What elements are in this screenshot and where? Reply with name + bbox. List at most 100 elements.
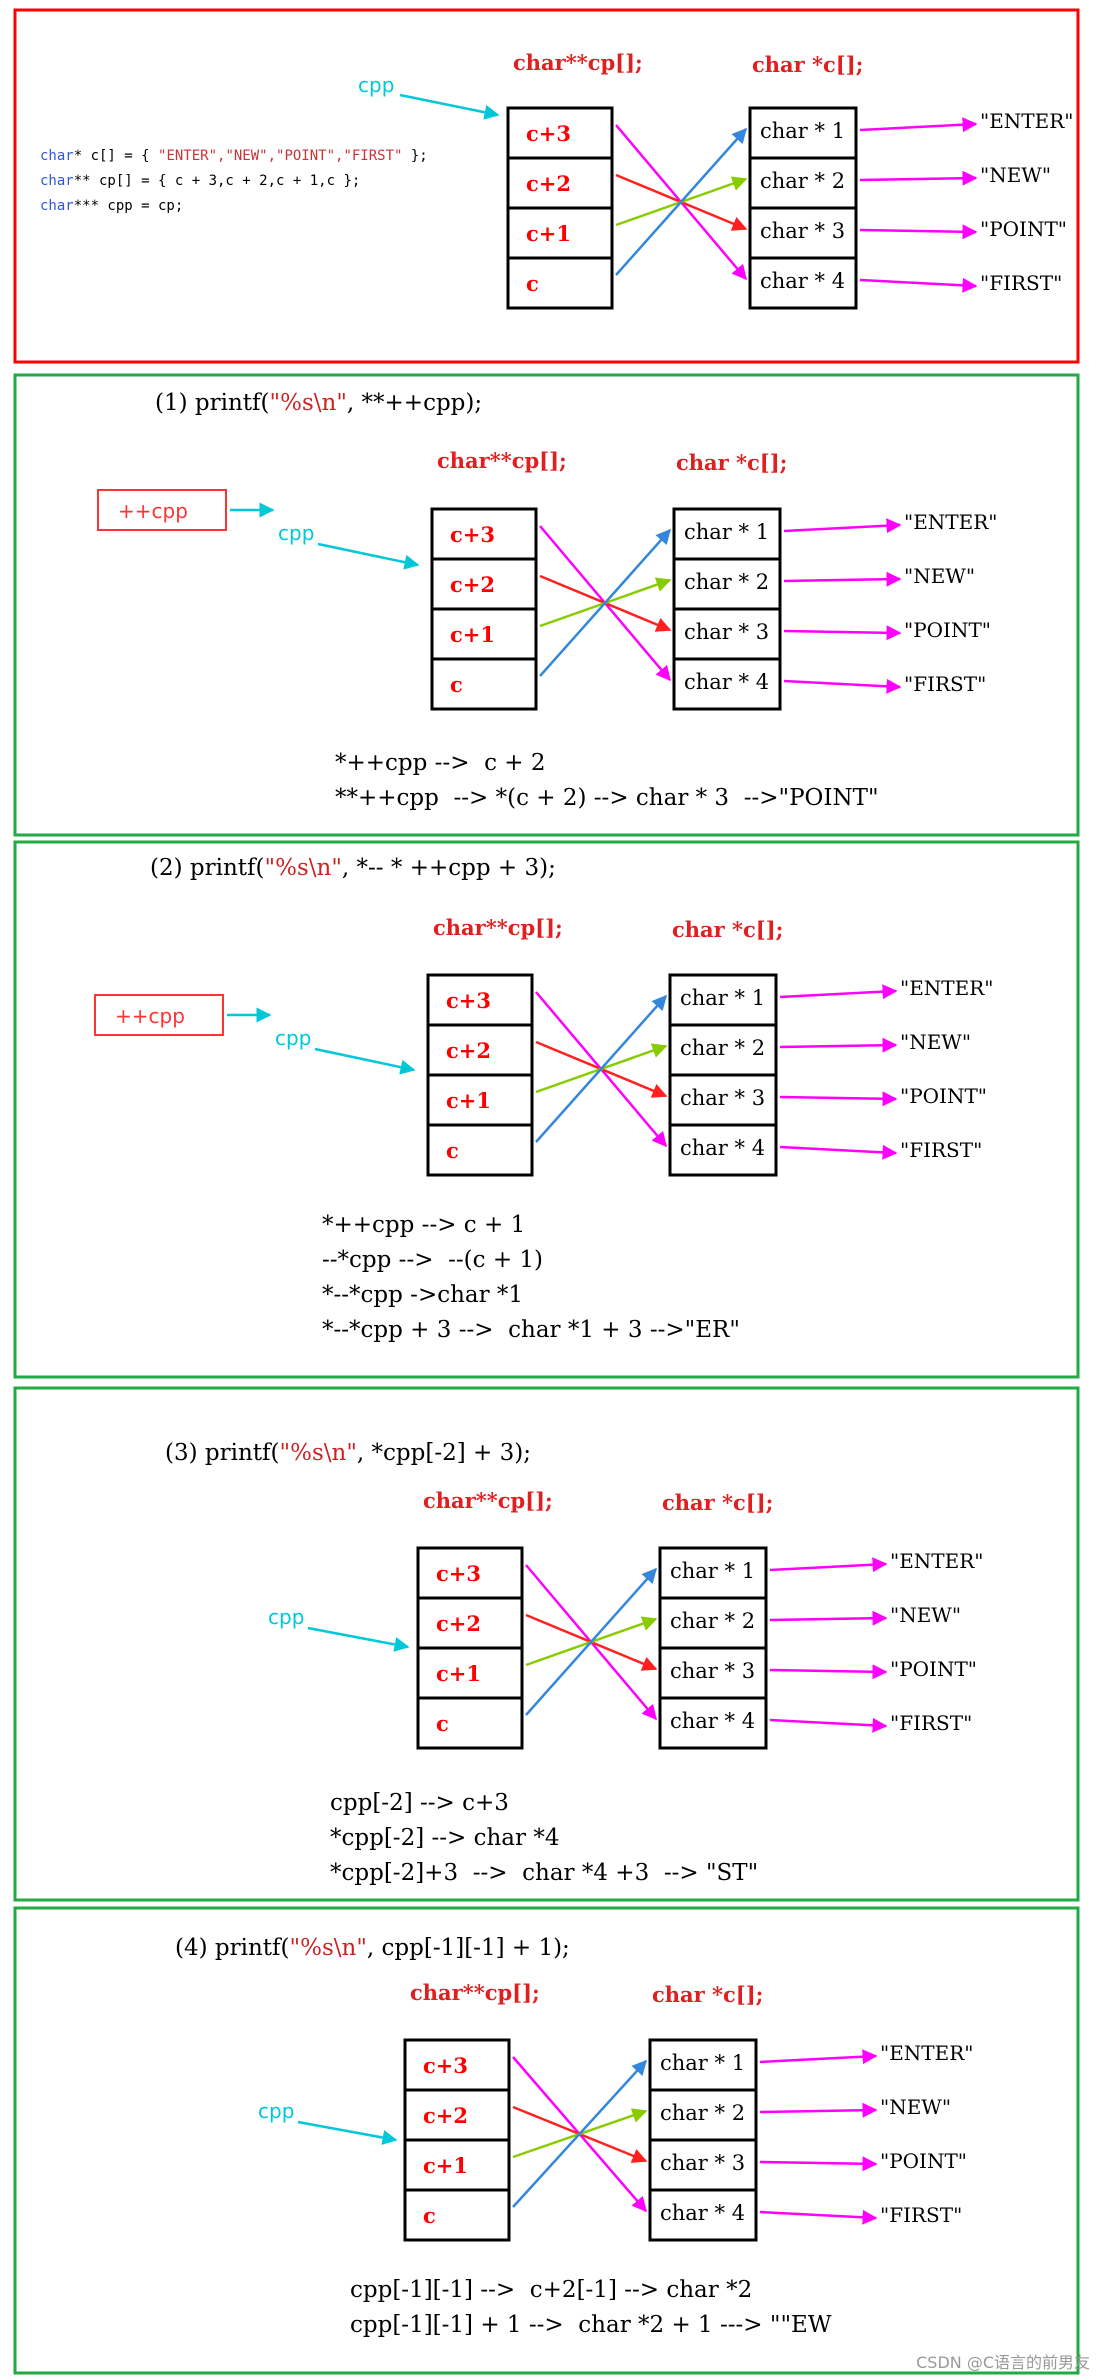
string-literal: "POINT" bbox=[980, 217, 1067, 241]
pointer-arrow bbox=[539, 528, 671, 677]
string-literal: "NEW" bbox=[904, 564, 975, 588]
string-arrow bbox=[783, 678, 902, 694]
explanation-line: cpp[-2] --> c+3 bbox=[330, 1790, 509, 1816]
string-arrow bbox=[779, 1091, 898, 1107]
string-literal: "POINT" bbox=[900, 1084, 987, 1108]
title-post: , cpp[-1][-1] + 1); bbox=[367, 1935, 570, 1961]
cp-cell-label: c bbox=[526, 271, 539, 296]
string-arrow bbox=[859, 170, 978, 186]
c-cell bbox=[658, 1696, 768, 1750]
cp-cell-label: c+1 bbox=[423, 2153, 468, 2178]
c-cell bbox=[748, 256, 858, 310]
incr-label: ++cpp bbox=[115, 1004, 185, 1028]
c-cell-label: char * 3 bbox=[760, 219, 845, 243]
cpp-label: cpp bbox=[275, 1026, 311, 1050]
string-literal: "POINT" bbox=[890, 1657, 977, 1681]
cp-cell bbox=[506, 256, 614, 310]
cp-cell bbox=[430, 507, 538, 561]
string-arrow bbox=[783, 625, 902, 641]
cp-header: char**cp[]; bbox=[513, 50, 643, 75]
c-cell bbox=[672, 657, 782, 711]
explanation-line: cpp[-1][-1] + 1 --> char *2 + 1 ---> ""E… bbox=[350, 2312, 832, 2338]
string-arrow bbox=[769, 1664, 888, 1680]
cp-cell bbox=[506, 106, 614, 160]
string-arrow bbox=[779, 1144, 898, 1160]
panel-top bbox=[13, 8, 1080, 364]
c-header: char *c[]; bbox=[752, 52, 863, 77]
cpp-label: cpp bbox=[358, 73, 394, 97]
c-cell-label: char * 4 bbox=[684, 670, 769, 694]
title-pre: (4) printf( bbox=[175, 1935, 290, 1961]
title-pre: (1) printf( bbox=[155, 390, 270, 416]
string-literal: "FIRST" bbox=[980, 271, 1062, 295]
cpp-label: cpp bbox=[278, 521, 314, 545]
incr-box bbox=[97, 489, 227, 531]
cp-cell-label: c bbox=[423, 2203, 436, 2228]
title-format: "%s\n" bbox=[270, 390, 347, 416]
cpp-arrow bbox=[307, 1626, 410, 1652]
cp-cell-label: c+2 bbox=[526, 171, 571, 196]
cp-cell bbox=[430, 657, 538, 711]
explanation-line: *--*cpp + 3 --> char *1 + 3 -->"ER" bbox=[322, 1317, 740, 1343]
decl-cp: char** cp[] = { c + 3,c + 2,c + 1,c }; bbox=[40, 173, 360, 189]
string-arrow bbox=[769, 1717, 888, 1733]
string-literal: "POINT" bbox=[904, 618, 991, 642]
c-cell-label: char * 3 bbox=[684, 620, 769, 644]
panel-step-3 bbox=[13, 1386, 1080, 1902]
step-title: (4) printf("%s\n", cpp[-1][-1] + 1); bbox=[175, 1935, 570, 1961]
c-cell-label: char * 4 bbox=[760, 269, 845, 293]
cpp-label: cpp bbox=[258, 2099, 294, 2123]
incr-label: ++cpp bbox=[118, 499, 188, 523]
c-cell-label: char * 2 bbox=[670, 1609, 755, 1633]
c-cell bbox=[668, 1123, 778, 1177]
explanation-line: *++cpp --> c + 2 bbox=[335, 750, 546, 776]
c-cell-label: char * 4 bbox=[670, 1709, 755, 1733]
explanation-line: *cpp[-2] --> char *4 bbox=[330, 1825, 559, 1851]
cpp-arrow bbox=[314, 1047, 416, 1075]
watermark: CSDN @C语言的前男友 bbox=[916, 2353, 1090, 2372]
c-cell bbox=[648, 2088, 758, 2142]
panel-step-1 bbox=[13, 373, 1080, 837]
string-arrow bbox=[759, 2102, 878, 2118]
c-cell-label: char * 3 bbox=[670, 1659, 755, 1683]
string-arrow bbox=[783, 571, 902, 587]
c-cell-label: char * 2 bbox=[660, 2101, 745, 2125]
string-literal: "ENTER" bbox=[880, 2041, 974, 2065]
explanation-line: --*cpp --> --(c + 1) bbox=[322, 1247, 543, 1273]
explanation-line: *++cpp --> c + 1 bbox=[322, 1212, 525, 1238]
string-literal: "ENTER" bbox=[900, 976, 994, 1000]
cp-cell-label: c bbox=[450, 672, 463, 697]
c-cell-label: char * 1 bbox=[660, 2051, 745, 2075]
cp-cell bbox=[416, 1646, 524, 1700]
cp-cell-label: c+1 bbox=[526, 221, 571, 246]
cp-header: char**cp[]; bbox=[423, 1488, 553, 1513]
cp-cell bbox=[416, 1546, 524, 1600]
string-arrow bbox=[759, 2049, 878, 2065]
c-header: char *c[]; bbox=[652, 1982, 763, 2007]
c-cell bbox=[668, 973, 778, 1027]
cp-header: char**cp[]; bbox=[437, 448, 567, 473]
string-arrow bbox=[759, 2209, 878, 2225]
c-cell bbox=[658, 1596, 768, 1650]
cp-header: char**cp[]; bbox=[410, 1980, 540, 2005]
c-cell bbox=[672, 557, 782, 611]
cp-cell-label: c+2 bbox=[450, 572, 495, 597]
title-post: , *cpp[-2] + 3); bbox=[357, 1440, 531, 1466]
cp-cell-label: c bbox=[446, 1138, 459, 1163]
cp-cell-label: c+3 bbox=[436, 1561, 481, 1586]
string-arrow bbox=[783, 518, 902, 534]
cpp-arrow bbox=[399, 93, 500, 120]
pointer-arrow bbox=[512, 2059, 648, 2208]
cp-cell bbox=[416, 1696, 524, 1750]
c-cell bbox=[748, 206, 858, 260]
c-cell-label: char * 2 bbox=[760, 169, 845, 193]
panel-step-2 bbox=[13, 840, 1080, 1379]
string-literal: "ENTER" bbox=[890, 1549, 984, 1573]
c-header: char *c[]; bbox=[676, 450, 787, 475]
c-cell bbox=[648, 2138, 758, 2192]
cp-cell bbox=[426, 1123, 534, 1177]
string-arrow bbox=[769, 1557, 888, 1573]
cp-cell-label: c+2 bbox=[446, 1038, 491, 1063]
string-literal: "ENTER" bbox=[980, 109, 1074, 133]
